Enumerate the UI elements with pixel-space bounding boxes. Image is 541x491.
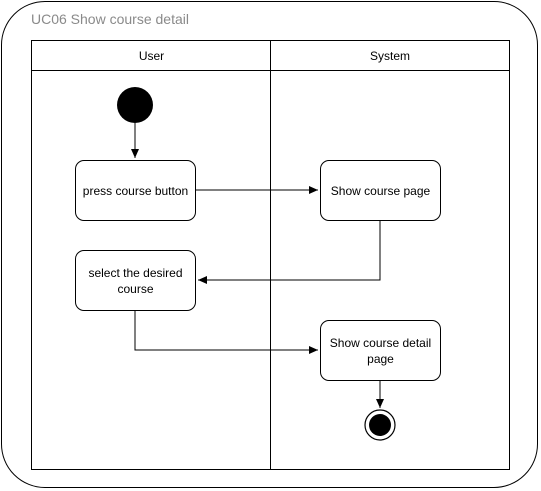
diagram-title: UC06 Show course detail [31, 11, 189, 27]
lane-header-user: User [32, 41, 271, 71]
lane-divider [270, 41, 271, 469]
action-select-desired-course: select the desired course [75, 250, 196, 311]
action-show-course-detail-page: Show course detail page [320, 320, 441, 381]
action-show-course-page: Show course page [320, 160, 441, 221]
action-press-course-button: press course button [75, 160, 196, 221]
lane-header-system: System [271, 41, 509, 71]
